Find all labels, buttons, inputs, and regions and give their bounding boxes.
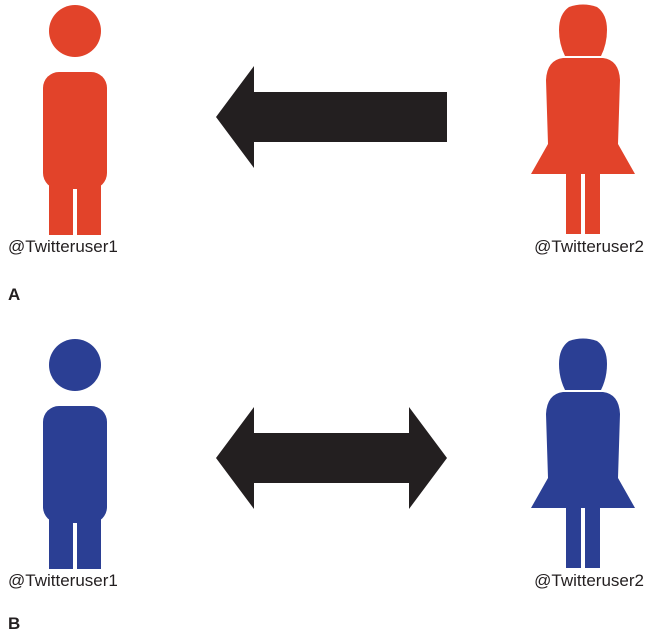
panel-letter-b: B — [8, 614, 20, 633]
one-way-arrow-left — [216, 66, 447, 168]
two-way-arrow — [216, 407, 447, 509]
panel-letter-a: A — [8, 285, 20, 304]
right-username: @Twitteruser2 — [534, 571, 644, 590]
male-person-icon — [43, 339, 107, 569]
male-person-icon — [43, 5, 107, 235]
panel-a: @Twitteruser1 @Twitteruser2 A — [8, 4, 644, 304]
left-username: @Twitteruser1 — [8, 237, 118, 256]
right-username: @Twitteruser2 — [534, 237, 644, 256]
left-username: @Twitteruser1 — [8, 571, 118, 590]
female-person-icon — [531, 4, 635, 234]
panel-b: @Twitteruser1 @Twitteruser2 B — [8, 338, 644, 633]
female-person-icon — [531, 338, 635, 568]
